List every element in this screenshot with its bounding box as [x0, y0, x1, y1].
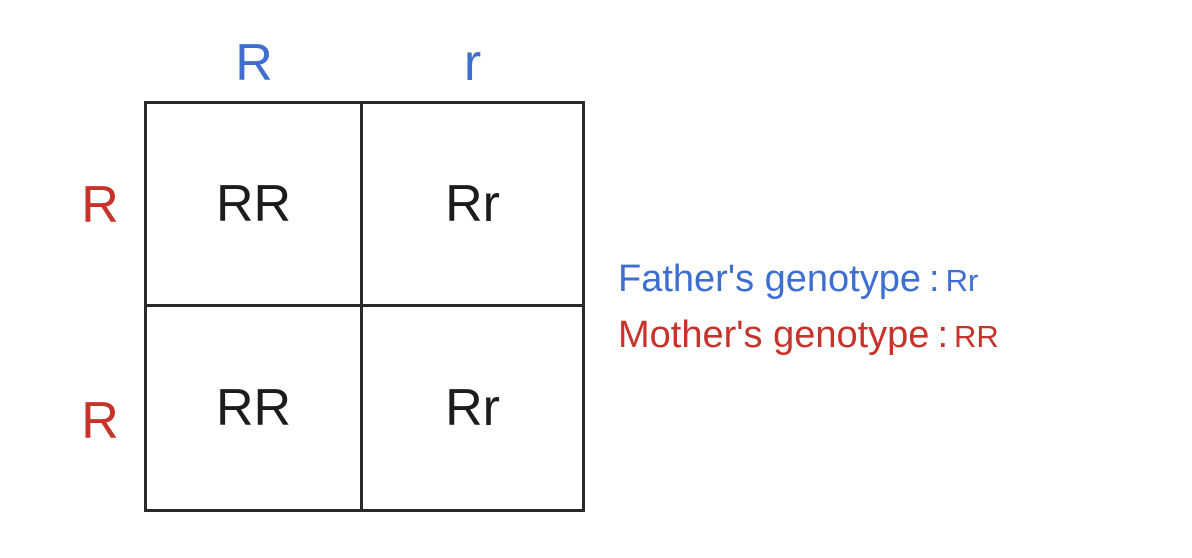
- father-allele-2: r: [463, 34, 482, 92]
- father-legend-separator: :: [929, 258, 940, 300]
- father-genotype-value: Rr: [945, 263, 979, 298]
- mother-allele-2: R: [81, 392, 119, 450]
- father-genotype-legend: Father's genotype:Rr: [618, 254, 978, 306]
- offspring-cell-r2c2: Rr: [445, 379, 500, 437]
- mother-genotype-label: Mother's genotype: [618, 314, 930, 356]
- punnett-grid: RR Rr RR Rr: [144, 101, 585, 512]
- offspring-cell-r2c1: RR: [147, 307, 363, 509]
- father-genotype-label: Father's genotype: [618, 258, 921, 300]
- father-allele-1: R: [235, 34, 273, 92]
- mother-legend-separator: :: [937, 314, 949, 356]
- offspring-cell-r1c1: RR: [147, 104, 363, 307]
- mother-genotype-legend: Mother's genotype:RR: [618, 310, 999, 362]
- offspring-cell-r1c2: Rr: [363, 104, 582, 307]
- mother-allele-1: R: [81, 176, 119, 234]
- mother-genotype-value: RR: [954, 319, 999, 354]
